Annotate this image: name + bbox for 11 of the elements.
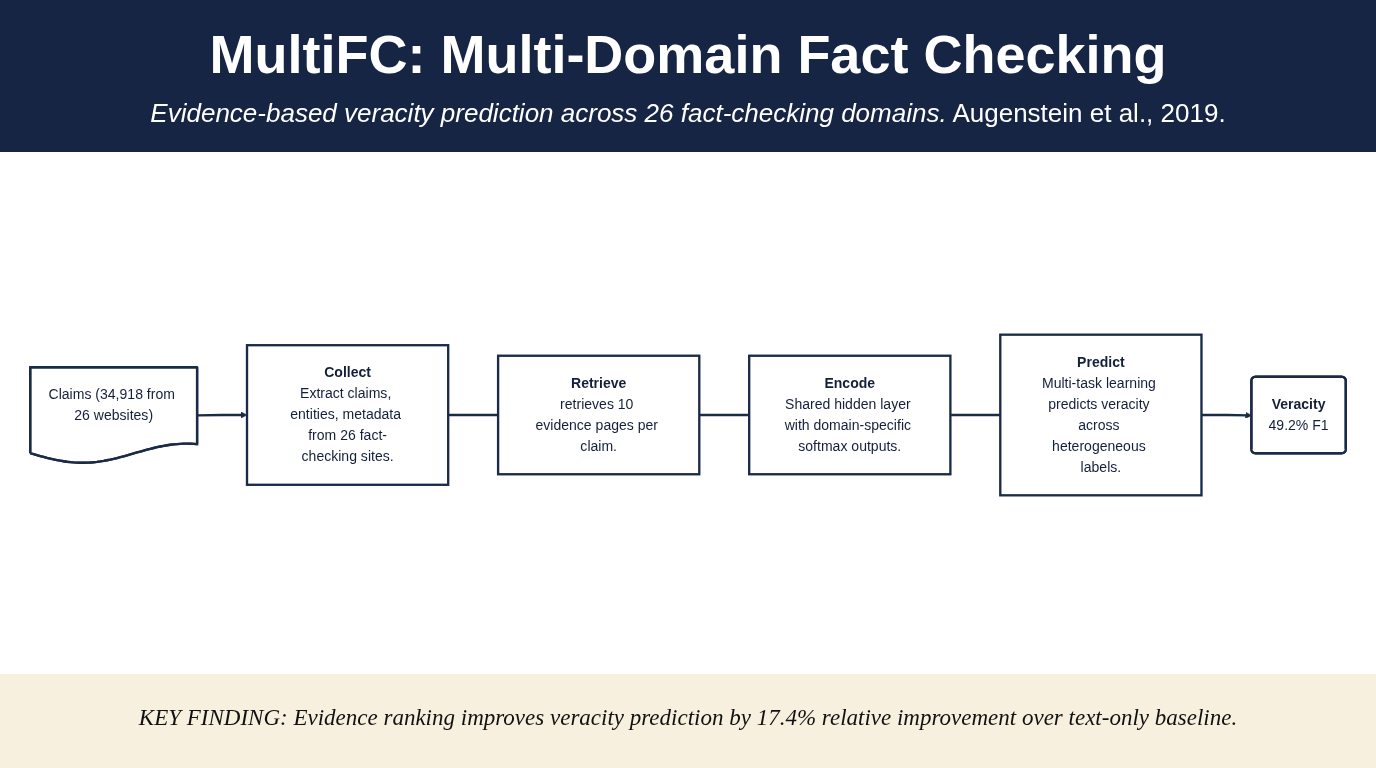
node-box: Collect Extract claims, entities, metadata from 26 fact-checking sites. [245,344,450,486]
connector [699,413,750,417]
arrow [197,411,248,419]
subtitle: Evidence-based veracity prediction across 26 fact-checking domains. Augenstein et al., 2019. [150,97,1226,130]
node-box: Predict Multi-task learning predicts veracity across heterogeneous labels. [999,333,1203,497]
node-box: Retrieve retrieves 10 evidence pages per claim. [496,354,701,476]
title: MultiFC: Multi-Domain Fact Checking [209,23,1167,86]
caption: KEY FINDING: Evidence ranking improves veracity prediction by 17.4% relative improvement over text-only baseline. [138,704,1238,732]
connector [448,413,499,417]
node-box: Encode Shared hidden layer with domain-specific softmax outputs. [748,354,952,476]
connector [950,413,1001,417]
